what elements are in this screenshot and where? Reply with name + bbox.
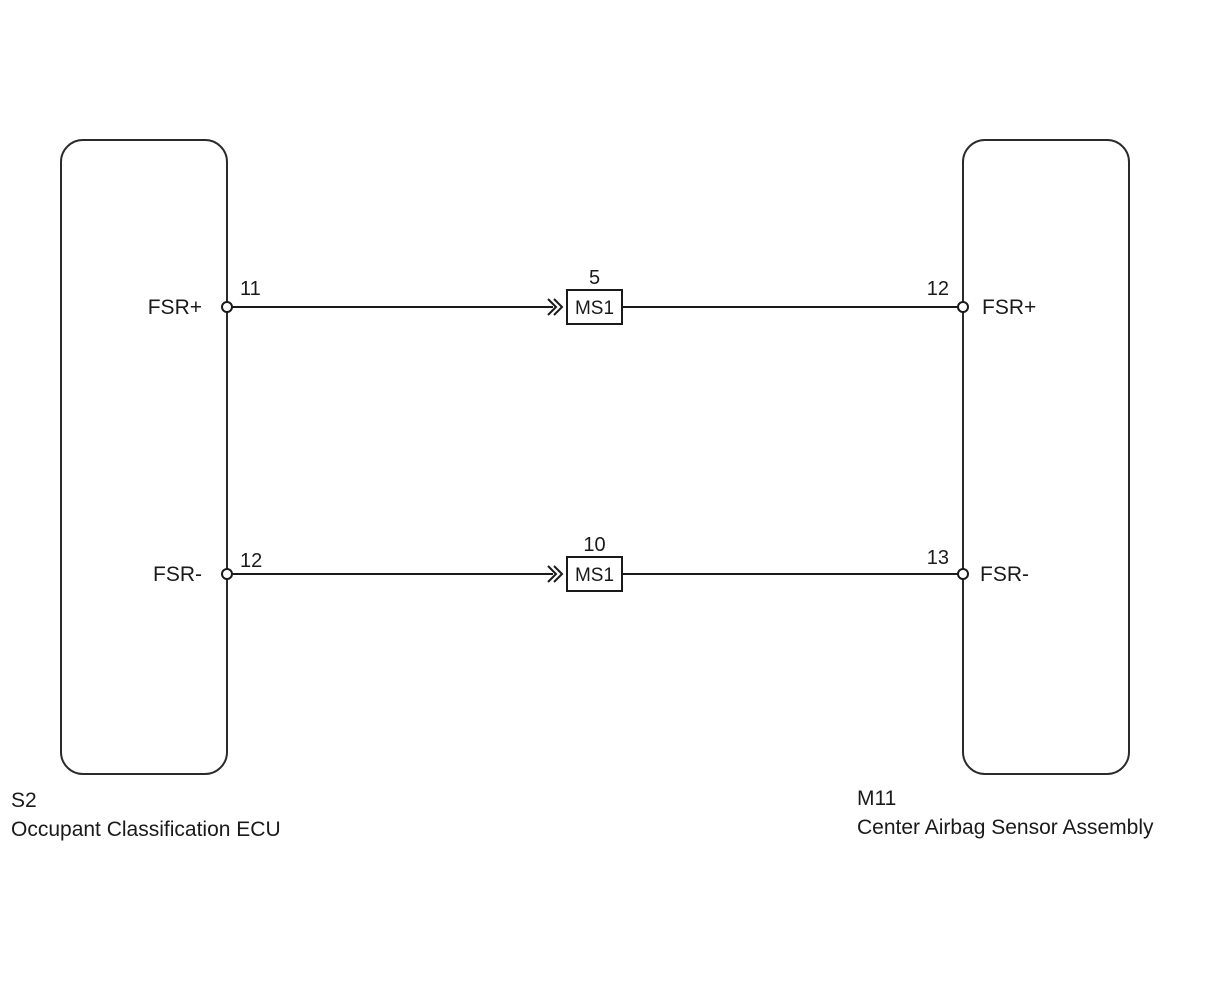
terminal-s2-11 bbox=[221, 301, 233, 313]
wire-fsr-plus bbox=[221, 289, 969, 325]
connector-name: MS1 bbox=[575, 565, 614, 586]
left-pin-number: 12 bbox=[240, 550, 262, 572]
connector-pin-number: 5 bbox=[589, 267, 600, 289]
left-component-name: Occupant Classification ECU bbox=[11, 818, 281, 841]
right-component-name: Center Airbag Sensor Assembly bbox=[857, 816, 1154, 839]
right-pin-signal: FSR+ bbox=[982, 296, 1036, 319]
terminal-m11-13 bbox=[957, 568, 969, 580]
occupant-classification-ecu-box bbox=[60, 139, 228, 775]
terminal-m11-12 bbox=[957, 301, 969, 313]
connector-ms1-box bbox=[566, 289, 623, 325]
right-component-code: M11 bbox=[857, 787, 896, 810]
left-component-code: S2 bbox=[11, 789, 37, 812]
right-pin-number: 12 bbox=[927, 278, 949, 300]
connector-name: MS1 bbox=[575, 298, 614, 319]
right-pin-signal: FSR- bbox=[980, 563, 1029, 586]
terminal-s2-12 bbox=[221, 568, 233, 580]
connector-pin-number: 10 bbox=[583, 534, 605, 556]
connector-ms1-box bbox=[566, 556, 623, 592]
center-airbag-sensor-box bbox=[962, 139, 1130, 775]
right-pin-number: 13 bbox=[927, 547, 949, 569]
left-pin-signal: FSR+ bbox=[148, 296, 202, 319]
wire-fsr-minus bbox=[221, 556, 969, 592]
left-pin-signal: FSR- bbox=[153, 563, 202, 586]
left-pin-number: 11 bbox=[240, 278, 261, 300]
